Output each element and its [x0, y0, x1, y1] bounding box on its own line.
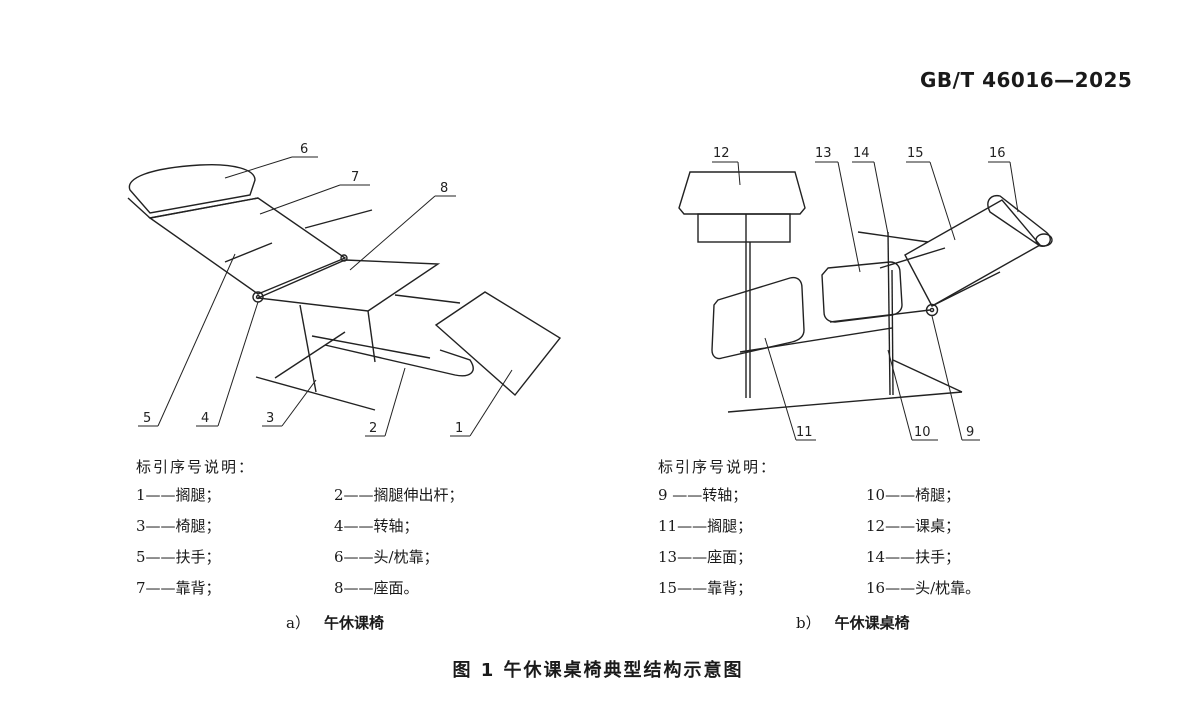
callout-11: 11	[796, 425, 813, 440]
legrest-bar-top	[311, 335, 431, 359]
legend-a-title: 标引序号说明：	[136, 458, 256, 476]
legend-row: 1——搁腿； 2——搁腿伸出杆；	[136, 480, 464, 511]
legend-row: 9 ——转轴； 10——椅腿；	[658, 480, 980, 511]
backrest-shape	[148, 197, 347, 295]
legend-item: 14——扶手；	[866, 548, 961, 566]
chair-base-cross	[274, 331, 346, 379]
seat-shape	[821, 261, 903, 323]
chair-leg-back	[891, 269, 894, 396]
subfigure-b-title: 午休课桌椅	[834, 614, 910, 632]
subfigure-a-title: 午休课椅	[323, 614, 384, 632]
legend-item: 6——头/枕靠；	[334, 548, 439, 566]
callout-15: 15	[907, 146, 924, 161]
callout-16: 16	[989, 146, 1006, 161]
legend-item: 1——搁腿；	[136, 486, 221, 504]
chair-leg-rear	[367, 310, 376, 363]
seat-support	[829, 309, 931, 323]
desk-top-shape	[678, 171, 806, 215]
callout-14: 14	[853, 146, 870, 161]
legend-item: 4——转轴；	[334, 517, 419, 535]
pivot-joint	[925, 303, 939, 317]
pivot-joint-inner	[929, 307, 935, 313]
headrest-end	[1035, 233, 1053, 247]
legend-item: 9 ——转轴；	[658, 486, 748, 504]
legend-row: 13——座面； 14——扶手；	[658, 542, 980, 573]
callout-lines-b	[712, 161, 1019, 441]
legend-item: 3——椅腿；	[136, 517, 221, 535]
armrest-right	[304, 209, 373, 229]
backrest-strut	[931, 271, 1001, 307]
legend-item: 8——座面。	[334, 579, 419, 597]
headrest-shape	[128, 163, 256, 214]
legend-row: 11——搁腿； 12——课桌；	[658, 511, 980, 542]
chair-base-left	[255, 376, 376, 411]
armrest-top	[857, 231, 929, 243]
subfigure-a-label: a）	[286, 614, 310, 632]
callout-13: 13	[815, 146, 832, 161]
legend-item: 12——课桌；	[866, 517, 961, 535]
subfigure-a-caption: a） 午休课椅	[286, 612, 384, 633]
legend-b-title: 标引序号说明：	[658, 458, 778, 476]
standard-code: GB/T 46016—2025	[920, 68, 1133, 92]
diagram-lunch-break-chair: 6 7 8 5 4 3 2 1	[127, 142, 562, 437]
legend-b: 9 ——转轴； 10——椅腿； 11——搁腿； 12——课桌； 13——座面； …	[658, 480, 980, 604]
legrest-shape	[434, 291, 562, 397]
callout-9: 9	[966, 425, 974, 440]
backrest-shape	[904, 199, 1042, 307]
legend-item: 10——椅腿；	[866, 486, 961, 504]
legend-item: 11——搁腿；	[658, 517, 753, 535]
callout-5: 5	[143, 411, 151, 426]
seat-support-bar	[394, 294, 461, 304]
callout-12: 12	[713, 146, 730, 161]
floor-line	[727, 391, 963, 413]
legend-row: 3——椅腿； 4——转轴；	[136, 511, 464, 542]
callout-lines-a	[138, 156, 513, 437]
desk-body	[697, 213, 791, 243]
armrest-side	[879, 247, 946, 269]
callout-1: 1	[455, 421, 463, 436]
legend-item: 7——靠背；	[136, 579, 221, 597]
floor-line-back	[892, 359, 963, 393]
legrest-bar	[739, 327, 893, 353]
callout-6: 6	[300, 142, 308, 157]
callout-3: 3	[266, 411, 274, 426]
legend-row: 5——扶手； 6——头/枕靠；	[136, 542, 464, 573]
legend-row: 7——靠背； 8——座面。	[136, 573, 464, 604]
legend-a: 1——搁腿； 2——搁腿伸出杆； 3——椅腿； 4——转轴； 5——扶手； 6—…	[136, 480, 464, 604]
legrest-extension-bar	[324, 344, 474, 377]
seat-shape	[255, 259, 441, 312]
callout-10: 10	[914, 425, 931, 440]
pivot-joint-rear	[340, 254, 348, 262]
armrest-left	[224, 242, 273, 263]
callout-8: 8	[440, 181, 448, 196]
subfigure-b-caption: b） 午休课桌椅	[796, 612, 910, 633]
legrest-shape	[711, 276, 805, 360]
legend-item: 2——搁腿伸出杆；	[334, 486, 464, 504]
subfigure-b-label: b）	[796, 614, 821, 632]
legend-item: 15——靠背；	[658, 579, 753, 597]
callout-2: 2	[369, 421, 377, 436]
chair-leg-front	[299, 304, 317, 393]
legend-item: 13——座面；	[658, 548, 753, 566]
pivot-joint-inner	[255, 294, 261, 300]
legend-row: 15——靠背； 16——头/枕靠。	[658, 573, 980, 604]
legend-item: 5——扶手；	[136, 548, 221, 566]
legend-item: 16——头/枕靠。	[866, 579, 981, 597]
callout-7: 7	[351, 170, 359, 185]
chair-leg-front	[887, 231, 891, 396]
figure-caption: 图 1 午休课桌椅典型结构示意图	[452, 660, 744, 681]
callout-4: 4	[201, 411, 209, 426]
diagram-lunch-break-desk-chair: 12 13 14 15 16 11 10 9	[678, 146, 1053, 441]
